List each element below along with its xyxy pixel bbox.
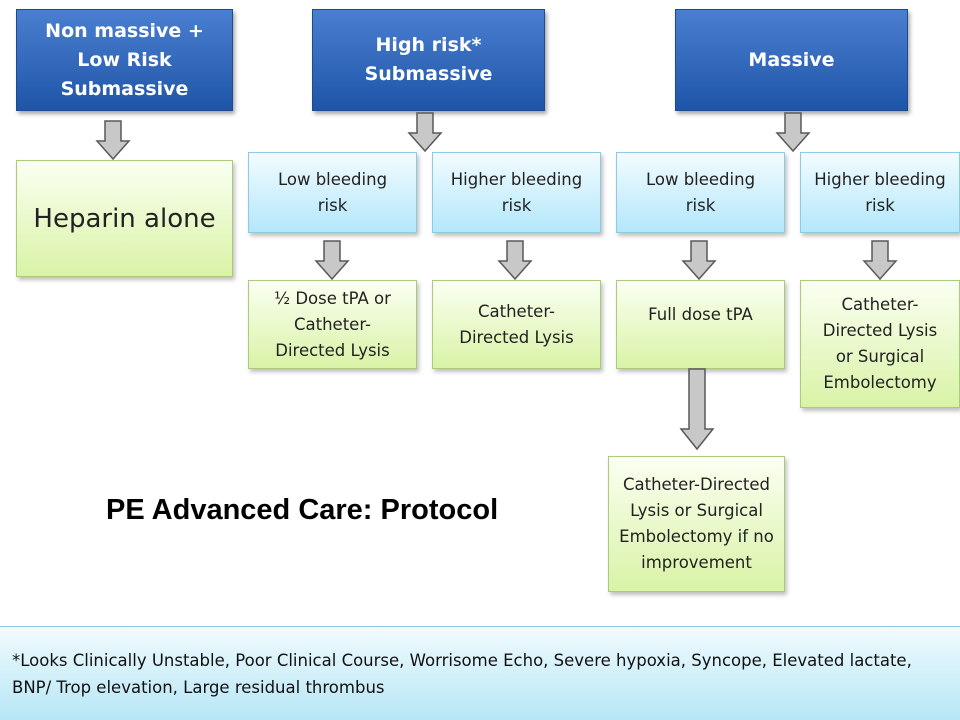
down-arrow-icon xyxy=(314,240,350,281)
header-high-risk-label: High risk* Submassive xyxy=(364,34,493,85)
footnote-box: *Looks Clinically Unstable, Poor Clinica… xyxy=(0,626,960,720)
treatment-no-improvement-label: Catheter-Directed Lysis or Surgical Embo… xyxy=(619,475,774,572)
treatment-full-dose-label: Full dose tPA xyxy=(648,304,753,324)
treatment-cdl-or-surgical: Catheter-Directed Lysis or Surgical Embo… xyxy=(800,280,960,408)
risk-submassive-low-label: Low bleeding risk xyxy=(277,169,388,215)
risk-massive-low-label: Low bleeding risk xyxy=(645,169,756,215)
risk-submassive-high-label: Higher bleeding risk xyxy=(450,169,583,215)
header-non-massive-label: Non massive + Low Risk Submassive xyxy=(45,19,204,100)
header-massive: Massive xyxy=(675,9,908,111)
treatment-heparin: Heparin alone xyxy=(16,160,233,277)
header-high-risk: High risk* Submassive xyxy=(312,9,545,111)
treatment-half-dose: ½ Dose tPA or Catheter-Directed Lysis xyxy=(248,280,417,369)
footnote-text: *Looks Clinically Unstable, Poor Clinica… xyxy=(12,651,912,697)
treatment-cdl: Catheter-Directed Lysis xyxy=(432,280,601,369)
treatment-no-improvement: Catheter-Directed Lysis or Surgical Embo… xyxy=(608,456,785,592)
down-arrow-icon xyxy=(775,112,811,153)
down-arrow-icon xyxy=(681,240,717,281)
down-arrow-icon xyxy=(95,120,131,161)
risk-massive-high-label: Higher bleeding risk xyxy=(814,169,946,215)
down-arrow-icon xyxy=(407,112,443,153)
header-non-massive: Non massive + Low Risk Submassive xyxy=(16,9,233,111)
risk-massive-low: Low bleeding risk xyxy=(616,152,785,233)
down-arrow-icon xyxy=(679,368,715,451)
treatment-heparin-label: Heparin alone xyxy=(33,203,216,234)
risk-submassive-high: Higher bleeding risk xyxy=(432,152,601,233)
page-title: PE Advanced Care: Protocol xyxy=(106,494,499,526)
treatment-half-dose-label: ½ Dose tPA or Catheter-Directed Lysis xyxy=(274,288,391,360)
treatment-full-dose: Full dose tPA xyxy=(616,280,785,369)
risk-submassive-low: Low bleeding risk xyxy=(248,152,417,233)
risk-massive-high: Higher bleeding risk xyxy=(800,152,960,233)
down-arrow-icon xyxy=(862,240,898,281)
down-arrow-icon xyxy=(497,240,533,281)
treatment-cdl-or-surgical-label: Catheter-Directed Lysis or Surgical Embo… xyxy=(822,295,938,392)
header-massive-label: Massive xyxy=(748,48,835,71)
treatment-cdl-label: Catheter-Directed Lysis xyxy=(459,301,574,347)
